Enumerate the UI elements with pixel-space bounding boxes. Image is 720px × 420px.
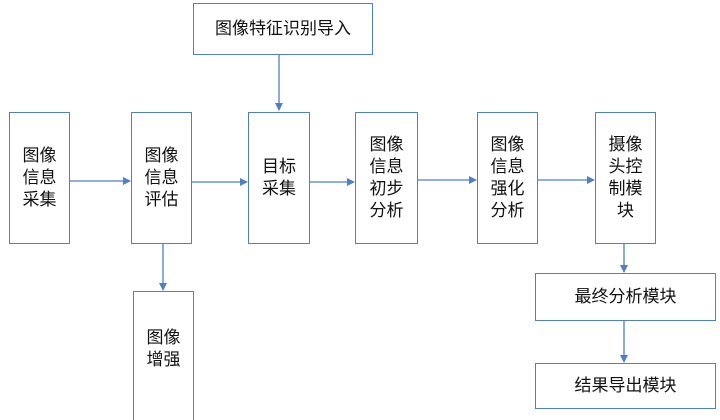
node-final-analysis-module: 最终分析模块 <box>535 273 716 321</box>
node-image-enhance: 图像 增强 <box>133 291 194 420</box>
node-target-collect: 目标 采集 <box>248 112 310 244</box>
node-final-analysis-module-label: 最终分析模块 <box>574 287 677 307</box>
node-image-info-enhanced-analysis: 图像 信息 强化 分析 <box>477 112 538 244</box>
node-image-info-collect: 图像 信息 采集 <box>9 112 70 244</box>
node-image-info-collect-label: 图像 信息 采集 <box>22 146 57 210</box>
node-image-info-evaluate: 图像 信息 评估 <box>131 112 192 244</box>
node-image-info-evaluate-label: 图像 信息 评估 <box>144 146 179 210</box>
node-feature-import: 图像特征识别导入 <box>193 3 373 55</box>
node-camera-control-module-label: 摄像 头控 制模 块 <box>608 135 643 221</box>
node-image-enhance-label: 图像 增强 <box>146 328 181 370</box>
node-camera-control-module: 摄像 头控 制模 块 <box>595 112 656 244</box>
node-image-info-prelim-analysis-label: 图像 信息 初步 分析 <box>369 135 404 221</box>
node-result-export-module: 结果导出模块 <box>535 363 716 409</box>
node-target-collect-label: 目标 采集 <box>262 157 296 199</box>
node-image-info-prelim-analysis: 图像 信息 初步 分析 <box>355 112 418 244</box>
node-result-export-module-label: 结果导出模块 <box>574 376 677 396</box>
node-image-info-enhanced-analysis-label: 图像 信息 强化 分析 <box>490 135 525 221</box>
node-feature-import-label: 图像特征识别导入 <box>215 19 351 39</box>
